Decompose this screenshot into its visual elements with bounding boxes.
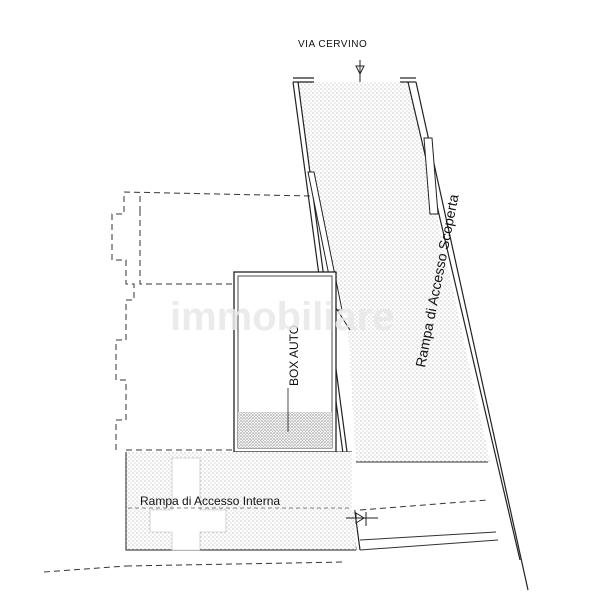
- bottom-boundaries: [43, 461, 499, 573]
- adjacent-rooms-outline: [111, 191, 311, 451]
- section-marker-inner: [346, 512, 378, 526]
- box-auto-label: BOX AUTO: [287, 325, 301, 386]
- street-label: VIA CERVINO: [298, 39, 367, 50]
- right-wall-notch: [423, 137, 439, 215]
- inner-ramp-area: [125, 452, 388, 551]
- box-auto-room: [233, 271, 352, 453]
- inner-ramp-label: Rampa di Accesso Interna: [140, 494, 280, 508]
- watermark: immobiliare: [170, 295, 395, 339]
- outer-ramp-area: [298, 82, 490, 462]
